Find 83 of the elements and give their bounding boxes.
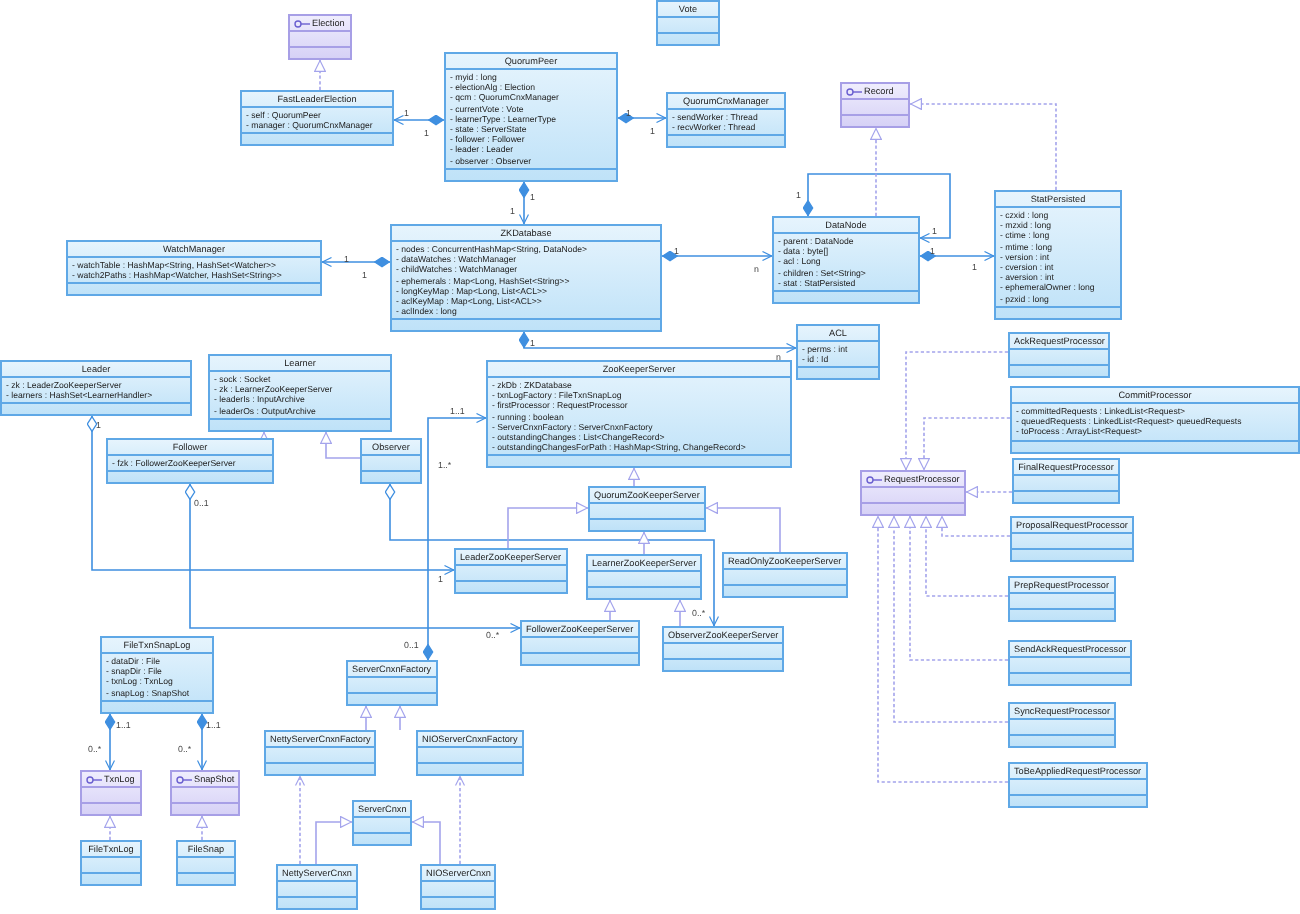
class-box [1010, 386, 1300, 454]
class-box [662, 626, 785, 672]
class-box [586, 554, 703, 600]
realization-arrow [872, 515, 1009, 783]
realization-arrow [870, 127, 882, 217]
class-box [520, 620, 640, 666]
class-box [352, 800, 413, 846]
class-box [454, 548, 568, 594]
interface-box [860, 470, 966, 516]
class-box [1008, 332, 1111, 378]
class-box [346, 660, 438, 706]
association-arrow [661, 250, 773, 262]
interface-box [80, 770, 142, 816]
generalization-arrow [705, 502, 781, 553]
generalization-arrow [604, 599, 616, 621]
class-box [1008, 762, 1148, 808]
class-box [656, 0, 720, 46]
interface-box [840, 82, 910, 128]
class-box [176, 840, 236, 886]
realization-arrow [920, 515, 1009, 597]
interface-box [170, 770, 241, 816]
class-box [994, 190, 1122, 320]
realization-arrow [904, 515, 1009, 661]
class-box [276, 864, 358, 910]
class-box [588, 486, 706, 532]
class-box [264, 730, 377, 776]
class-box [772, 216, 920, 304]
realization-arrow [965, 486, 1013, 498]
interface-box [288, 14, 352, 60]
generalization-arrow [320, 431, 361, 459]
class-box [240, 90, 394, 147]
realization-arrow [909, 98, 1057, 191]
association-arrow [384, 483, 720, 627]
class-box [100, 636, 214, 714]
class-box [1012, 458, 1120, 504]
class-box [1008, 702, 1117, 748]
realization-arrow [900, 351, 1009, 471]
class-box [390, 224, 662, 333]
class-box [796, 324, 880, 381]
generalization-arrow [674, 599, 686, 627]
generalization-arrow [258, 431, 270, 444]
class-box [444, 52, 618, 182]
generalization-arrow [411, 816, 441, 865]
generalization-arrow [638, 531, 650, 555]
association-arrow [802, 173, 951, 244]
association-arrow [184, 483, 521, 634]
class-box [80, 840, 142, 886]
realization-arrow [196, 815, 208, 841]
association-arrow [86, 415, 455, 576]
class-box [486, 360, 792, 469]
class-box [416, 730, 524, 776]
realization-arrow [314, 59, 326, 91]
dependency-arrow [294, 775, 306, 865]
realization-arrow [104, 815, 116, 841]
association-arrow [104, 713, 116, 771]
class-box [66, 240, 322, 297]
generalization-arrow [628, 467, 640, 487]
generalization-arrow [315, 816, 353, 865]
class-box [722, 552, 848, 598]
class-box [1008, 640, 1133, 686]
association-arrow [393, 114, 445, 126]
association-arrow [321, 256, 391, 268]
class-box [420, 864, 497, 910]
class-box [666, 92, 786, 149]
association-arrow [617, 112, 667, 124]
generalization-arrow [507, 502, 589, 549]
association-arrow [518, 331, 797, 354]
generalization-arrow [394, 705, 406, 731]
class-box [1008, 576, 1115, 622]
realization-arrow [888, 515, 1009, 723]
realization-arrow [918, 417, 1011, 471]
class-box [1010, 516, 1134, 562]
association-arrow [518, 181, 530, 225]
association-arrow [422, 412, 487, 661]
dependency-arrow [454, 775, 466, 865]
association-arrow [919, 250, 995, 262]
association-arrow [196, 713, 208, 771]
generalization-arrow [360, 705, 372, 731]
class-box [208, 354, 392, 432]
class-box [360, 438, 422, 484]
class-box [0, 360, 192, 417]
realization-arrow [936, 515, 1011, 537]
class-box [106, 438, 274, 485]
